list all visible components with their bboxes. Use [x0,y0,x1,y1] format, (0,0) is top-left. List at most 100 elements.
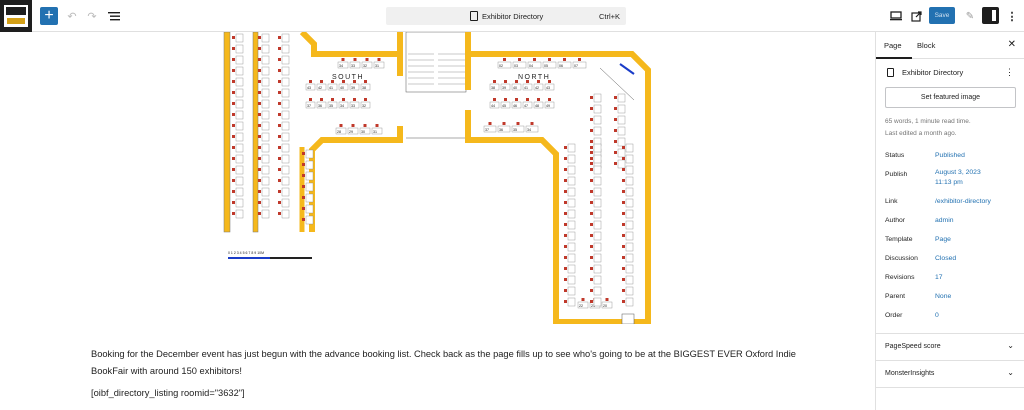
chevron-down-icon[interactable]: ⌄ [1007,341,1014,350]
booth-chair [590,300,593,303]
booth-chair [278,91,281,94]
booth [305,160,314,170]
booth-chair [590,223,593,226]
booth [593,198,602,208]
booth [533,83,544,91]
booth [361,61,373,69]
panel-divider [876,360,1024,361]
booth [335,127,347,135]
parent-value[interactable]: None [935,293,952,300]
booth [557,61,572,69]
view-page-button[interactable] [908,8,924,24]
booth-number: 41 [524,86,528,90]
tools-button[interactable]: ✎ [962,8,978,24]
booth [281,77,290,87]
author-value[interactable]: admin [935,217,954,224]
booth-number: 45 [502,104,506,108]
booth-chair [564,179,567,182]
booth-chair [258,36,261,39]
redo-icon: ↷ [87,10,97,23]
booth-chair [564,300,567,303]
plus-icon: + [44,7,54,24]
booth-chair [232,47,235,50]
booth-number: 44 [491,104,495,108]
booth [235,176,244,186]
booth-number: 47 [524,104,528,108]
add-block-button[interactable]: + [40,7,58,25]
booth-chair [232,124,235,127]
booth [281,110,290,120]
booth-number: 48 [535,104,539,108]
booth-number: 49 [546,104,550,108]
options-button[interactable]: ⋮ [1004,8,1020,24]
booth-number: 28 [337,130,341,134]
booth-chair [622,256,625,259]
publish-date-value[interactable]: August 3, 2023 [935,169,981,176]
booth-chair [331,98,334,101]
booth-chair [622,212,625,215]
booth-number: 07 [574,64,578,68]
booth-chair [590,179,593,182]
booth-number: 35 [513,128,517,132]
booth-number: 36 [318,104,322,108]
booth-chair [614,107,617,110]
booth [281,33,290,43]
booth-chair [258,113,261,116]
booth [261,198,270,208]
booth [593,154,602,164]
revisions-label: Revisions [885,274,915,281]
view-button[interactable] [888,8,904,24]
chevron-down-icon[interactable]: ⌄ [1007,368,1014,377]
close-icon[interactable]: ✕ [1007,39,1016,50]
booth [281,132,290,142]
booth-chair [363,124,367,127]
site-logo[interactable] [0,0,32,32]
booth [593,242,602,252]
booth [281,154,290,164]
booth-chair [258,179,261,182]
booth [235,44,244,54]
booth-number: 34 [339,64,343,68]
link-value[interactable]: /exhibitor-directory [935,198,991,205]
booth-chair [526,98,529,101]
status-value[interactable]: Published [935,152,965,159]
document-overview-button[interactable] [106,8,122,24]
set-featured-image-button[interactable]: Set featured image [885,87,1016,108]
save-button[interactable]: Save [929,7,955,24]
shortcode-block[interactable]: [oibf_directory_listing roomid="3632"] [91,388,245,398]
pagespeed-panel-title[interactable]: PageSpeed score [885,343,941,350]
booth-chair [302,218,305,221]
booth-chair [331,80,334,83]
booth-chair [278,80,281,83]
vertical-dots-icon[interactable]: ⋮ [1005,67,1014,77]
tab-block[interactable]: Block [917,41,936,50]
revisions-value[interactable]: 17 [935,274,943,281]
booth-number: 35 [329,104,333,108]
booth-chair [622,168,625,171]
booth-chair [622,190,625,193]
booth [593,231,602,241]
order-value[interactable]: 0 [935,312,939,319]
booth-chair [258,102,261,105]
command-palette[interactable]: Exhibitor Directory Ctrl+K [386,7,626,25]
booth [511,101,522,109]
booth [625,187,634,197]
booth-number: 31 [375,64,379,68]
redo-button[interactable]: ↷ [84,8,100,24]
monsterinsights-panel-title[interactable]: MonsterInsights [885,370,935,377]
booth-chair [537,80,540,83]
publish-label: Publish [885,171,908,178]
booth-number: 37 [485,128,489,132]
undo-button[interactable]: ↶ [64,8,80,24]
page-paragraph[interactable]: Booking for the December event has just … [91,349,796,376]
booth-chair [353,58,357,61]
template-value[interactable]: Page [935,236,951,243]
booth-number: 34 [340,104,344,108]
booth-chair [622,289,625,292]
booth [593,104,602,114]
settings-sidebar-toggle[interactable] [982,7,999,24]
tab-page[interactable]: Page [884,41,902,50]
publish-time-value[interactable]: 11:13 pm [935,179,963,186]
discussion-value[interactable]: Closed [935,255,957,262]
